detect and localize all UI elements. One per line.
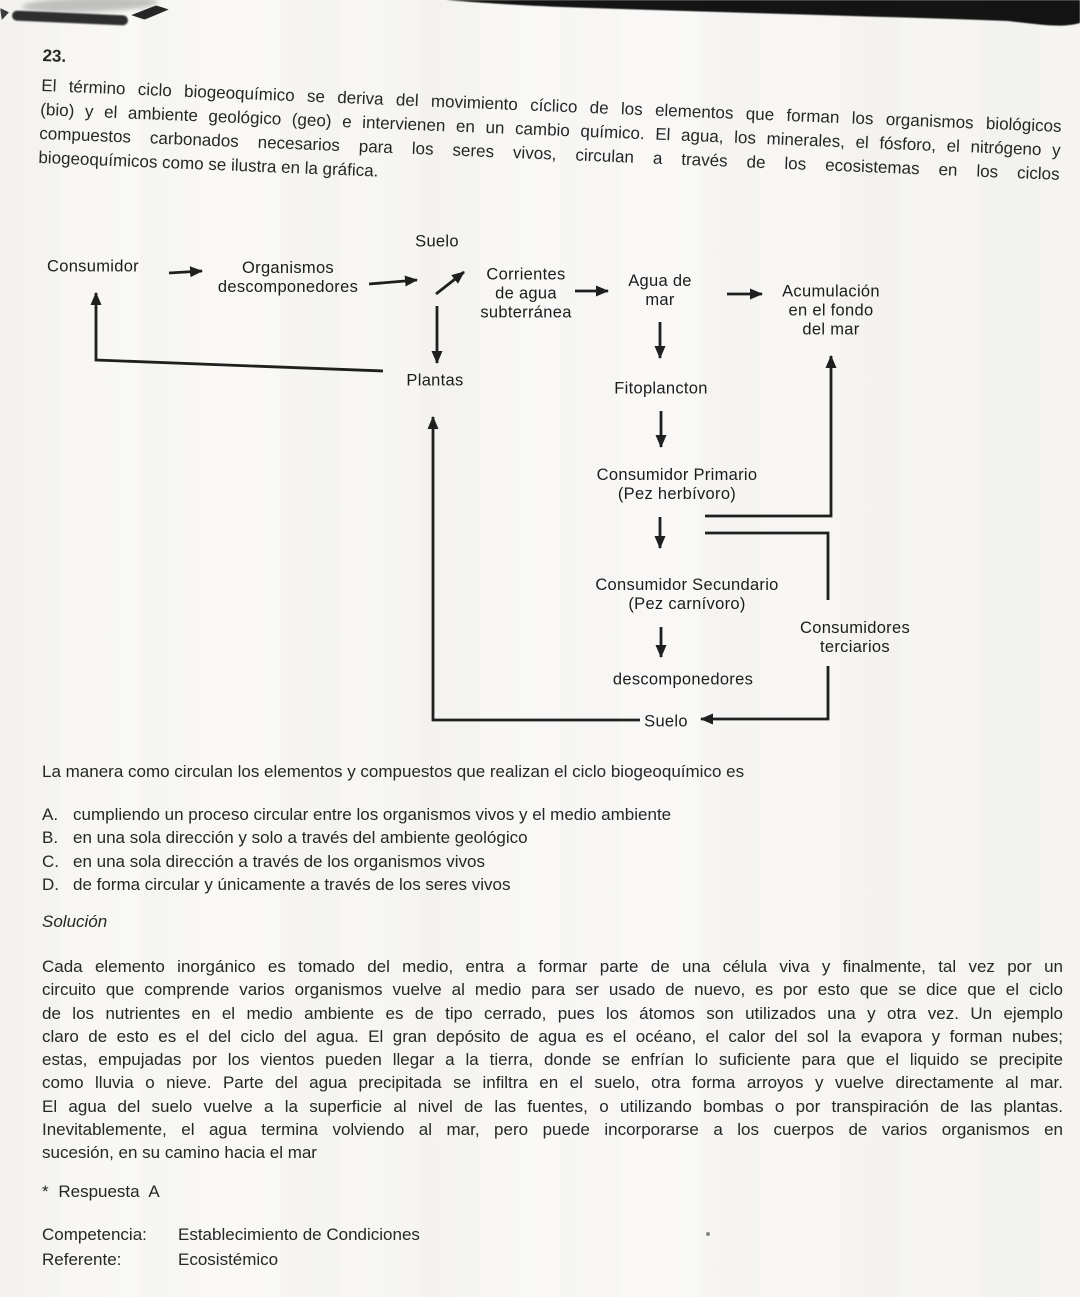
cycle-diagram: Suelo Consumidor Organismos descomponedo… [0, 225, 1080, 745]
scan-speck [706, 1232, 710, 1236]
option-letter: B. [42, 828, 59, 848]
node-descomponedores: descomponedores [612, 670, 754, 689]
solution-line: Inevitablemente, el agua termina volvien… [42, 1120, 1063, 1140]
solution-line: claro de esto es el del ciclo del agua. … [42, 1026, 1063, 1046]
arrow-consumidor-to-organismos [168, 266, 203, 278]
node-fitoplancton: Fitoplancton [614, 379, 708, 398]
option-letter: C. [42, 851, 59, 871]
option-c: C. en una sola dirección a través de los… [42, 850, 1042, 873]
arrow-primario-to-acumulacion [705, 355, 837, 518]
node-corrientes-agua-subterranea: Corrientes de agua subterránea [480, 265, 572, 322]
arrow-suelo-to-corrientes [435, 270, 465, 296]
node-consumidor-primario: Consumidor Primario (Pez herbívoro) [596, 466, 758, 503]
option-text: cumpliendo un proceso circular entre los… [73, 805, 672, 824]
answer-options: A. cumpliendo un proceso circular entre … [42, 803, 1042, 897]
solution-heading: Solución [42, 912, 108, 931]
answer-marker: * Respuesta A [42, 1182, 160, 1201]
option-letter: A. [42, 805, 59, 824]
solution-line: como lluvia o nieve. Parte del agua prec… [42, 1073, 1063, 1093]
option-letter: D. [42, 875, 59, 895]
competencia-row: Competencia: Establecimiento de Condicio… [42, 1222, 420, 1247]
referente-value: Ecosistémico [178, 1250, 279, 1269]
solution-line: El agua del suelo vuelve a la superficie… [42, 1096, 1063, 1116]
smudge-stroke [11, 10, 129, 26]
referente-label: Referente: [42, 1250, 122, 1269]
option-b: B. en una sola dirección y solo a través… [42, 826, 1042, 849]
solution-line: estas, empujadas por los vientos pueden … [42, 1050, 1063, 1070]
solution-line: sucesión, en su camino hacia el mar [42, 1143, 317, 1163]
ink-smudge-artifact [0, 0, 180, 40]
node-agua-de-mar: Agua de mar [628, 272, 692, 309]
scan-band-artifact [446, 0, 1080, 26]
smudge-tick [0, 8, 9, 20]
question-intro: 23. El término ciclo biogeoquímico se de… [38, 44, 1063, 211]
node-consumidor-secundario: Consumidor Secundario (Pez carnívoro) [595, 576, 779, 613]
node-acumulacion-fondo-mar: Acumulación en el fondo del mar [782, 282, 880, 339]
option-text: en una sola dirección a través de los or… [73, 851, 485, 871]
referente-row: Referente: Ecosistémico [42, 1247, 420, 1272]
node-consumidores-terciarios: Consumidores terciarios [800, 619, 910, 656]
option-d: D. de forma circular y únicamente a trav… [42, 873, 1042, 896]
solution-line: de los nutrientes en el medio ambiente e… [42, 1003, 1063, 1023]
option-text: de forma circular y únicamente a través … [73, 875, 511, 895]
line-secundario-to-terciarios [705, 531, 830, 600]
competencia-value: Establecimiento de Condiciones [178, 1225, 420, 1244]
metadata-footer: Competencia: Establecimiento de Condicio… [42, 1222, 420, 1272]
solution-line: Cada elemento inorgánico es tomado del m… [42, 957, 1063, 976]
arrow-organismos-to-suelo [368, 275, 418, 287]
node-suelo-top: Suelo [415, 232, 459, 251]
option-a: A. cumpliendo un proceso circular entre … [42, 803, 1042, 826]
question-stem: La manera como circulan los elementos y … [42, 762, 745, 781]
solution-paragraph: Cada elemento inorgánico es tomado del m… [42, 955, 1063, 1165]
arrow-terciarios-to-suelo [700, 666, 830, 725]
node-organismos-descomponedores: Organismos descomponedores [217, 259, 359, 296]
diagram-arrows [90, 266, 837, 725]
option-text: en una sola dirección y solo a través de… [73, 828, 528, 848]
arrow-plantas-to-consumidor [90, 292, 384, 373]
node-suelo-bottom: Suelo [644, 712, 688, 731]
node-consumidor: Consumidor [47, 257, 139, 276]
arrow-suelobottom-to-plantas [427, 416, 640, 722]
competencia-label: Competencia: [42, 1225, 147, 1244]
solution-line: circuito que comprende varios organismos… [42, 980, 1063, 1000]
node-plantas: Plantas [406, 371, 464, 390]
